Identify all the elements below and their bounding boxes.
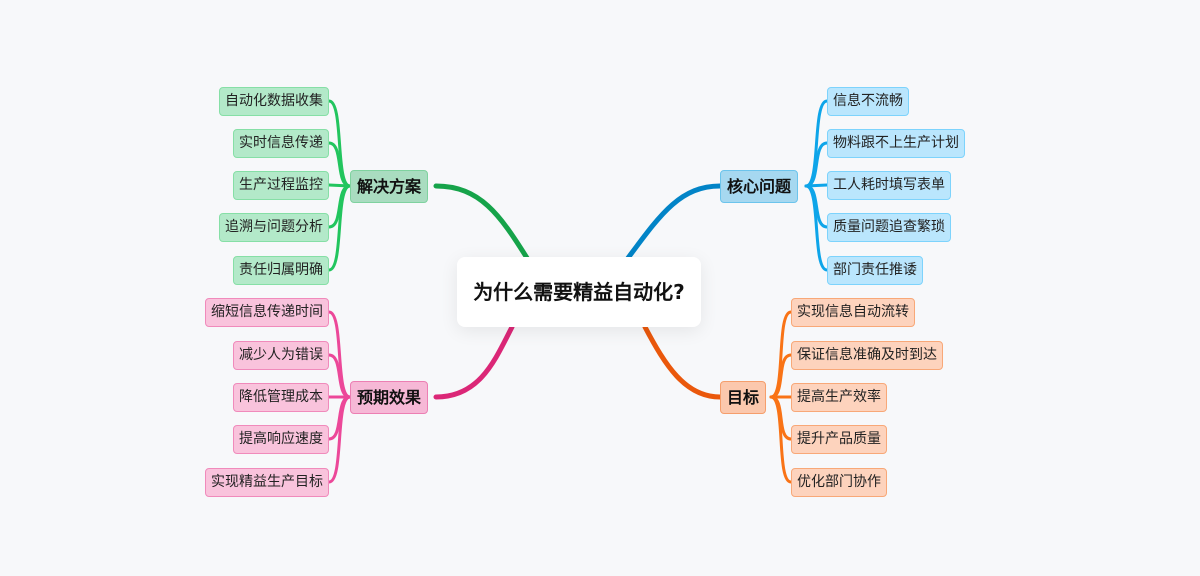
- problem-item[interactable]: 信息不流畅: [827, 87, 909, 116]
- connector-goals: [642, 324, 723, 400]
- problem-item[interactable]: 部门责任推诿: [827, 256, 923, 285]
- solution-item[interactable]: 自动化数据收集: [219, 87, 329, 116]
- problem-item[interactable]: 质量问题追查繁琐: [827, 213, 951, 242]
- branch-effects[interactable]: 预期效果: [350, 381, 429, 414]
- goal-item[interactable]: 提升产品质量: [791, 425, 887, 454]
- goal-item[interactable]: 提高生产效率: [791, 383, 887, 412]
- connector-solutions: [433, 183, 530, 261]
- goals-leaf-connectors: [769, 310, 793, 484]
- solution-item[interactable]: 责任归属明确: [233, 256, 329, 285]
- main-connectors: [433, 183, 723, 400]
- goal-item[interactable]: 优化部门协作: [791, 468, 887, 497]
- problem-item[interactable]: 工人耗时填写表单: [827, 171, 951, 200]
- effect-item[interactable]: 提高响应速度: [233, 425, 329, 454]
- central-topic-label: 为什么需要精益自动化?: [473, 280, 685, 304]
- solutions-leaf-connectors: [327, 99, 352, 272]
- branch-goals[interactable]: 目标: [720, 381, 767, 414]
- solution-item[interactable]: 生产过程监控: [233, 171, 329, 200]
- problems-leaf-connectors: [804, 99, 829, 272]
- effect-item[interactable]: 缩短信息传递时间: [205, 298, 329, 327]
- goal-item[interactable]: 实现信息自动流转: [791, 298, 915, 327]
- goal-item[interactable]: 保证信息准确及时到达: [791, 341, 943, 370]
- effect-item[interactable]: 实现精益生产目标: [205, 468, 329, 497]
- connector-problems: [625, 183, 723, 261]
- solution-item[interactable]: 实时信息传递: [233, 129, 329, 158]
- branch-solutions[interactable]: 解决方案: [350, 170, 429, 203]
- effects-leaf-connectors: [327, 310, 352, 484]
- connector-effects: [433, 324, 515, 400]
- effect-item[interactable]: 降低管理成本: [233, 383, 329, 412]
- effect-item[interactable]: 减少人为错误: [233, 341, 329, 370]
- central-topic[interactable]: 为什么需要精益自动化?: [457, 257, 701, 327]
- problem-item[interactable]: 物料跟不上生产计划: [827, 129, 965, 158]
- branch-problems[interactable]: 核心问题: [720, 170, 799, 203]
- solution-item[interactable]: 追溯与问题分析: [219, 213, 329, 242]
